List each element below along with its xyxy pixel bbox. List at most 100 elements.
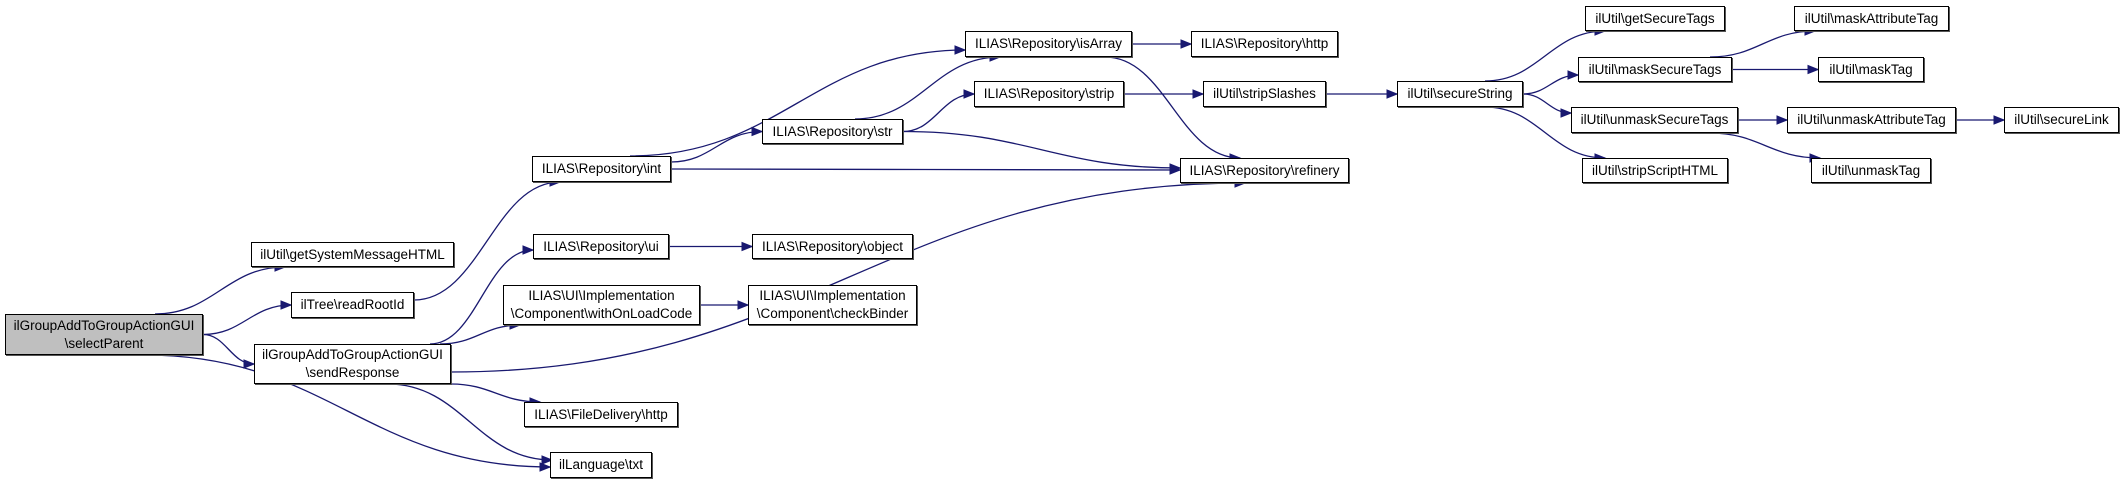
- arrowhead-icon: [541, 455, 554, 465]
- node-select-parent: ilGroupAddToGroupActionGUI \selectParent: [5, 314, 203, 355]
- node-repo-http[interactable]: ILIAS\Repository\http: [1191, 31, 1338, 57]
- edge-isArray-to-refinery: [1104, 56, 1241, 159]
- node-str[interactable]: ILIAS\Repository\str: [762, 119, 903, 144]
- node-label-line: ilUtil\secureLink: [2014, 112, 2109, 127]
- edge-sendResponse-to-ui: [429, 249, 534, 345]
- node-label-line: ilUtil\unmaskSecureTags: [1580, 112, 1729, 127]
- node-label-line: ilGroupAddToGroupActionGUI: [13, 317, 195, 333]
- arrowhead-icon: [1169, 163, 1182, 173]
- node-label-line: ILIAS\UI\Implementation: [528, 288, 675, 303]
- arrowhead-icon: [243, 359, 256, 369]
- node-label-line: ILIAS\UI\Implementation: [759, 288, 906, 303]
- node-label-line: ILIAS\Repository\isArray: [974, 36, 1123, 51]
- node-label-line: ILIAS\Repository\strip: [983, 86, 1115, 101]
- edge-secureString-to-stripScriptHTML: [1484, 106, 1606, 159]
- node-label-line: ILIAS\Repository\object: [761, 238, 904, 254]
- arrowhead-icon: [522, 245, 535, 255]
- edge-sendResponse-to-withOnLoadCode: [439, 324, 521, 345]
- edge-selectParent-to-readRootId: [202, 304, 292, 336]
- node-file-http[interactable]: ILIAS\FileDelivery\http: [524, 402, 678, 427]
- edge-sendResponse-to-fileHttp: [450, 383, 541, 403]
- edge-int-to-refinery: [670, 168, 1181, 171]
- node-label-line: ilUtil\stripSlashes: [1213, 86, 1316, 101]
- node-label-line: ilTree\readRootId: [300, 297, 405, 312]
- node-label-line: ilUtil\maskAttributeTag: [1804, 10, 1939, 26]
- node-label-line: ilUtil\getSystemMessageHTML: [260, 246, 445, 262]
- node-label-line: ilUtil\unmaskAttributeTag: [1797, 112, 1946, 127]
- edge-int-to-str: [670, 130, 763, 163]
- edge-sendResponse-to-refinery: [450, 182, 1246, 373]
- node-unmask-secure-tags[interactable]: ilUtil\unmaskSecureTags: [1571, 107, 1738, 133]
- edge-readRootId-to-int: [413, 181, 561, 301]
- node-object[interactable]: ILIAS\Repository\object: [752, 234, 913, 259]
- edge-maskSecureTags-to-maskAttributeTag: [1709, 30, 1816, 58]
- node-label-line: \sendResponse: [305, 365, 400, 380]
- node-int[interactable]: ILIAS\Repository\int: [532, 156, 671, 182]
- node-mask-secure-tags[interactable]: ilUtil\maskSecureTags: [1578, 57, 1732, 82]
- edge-int-to-isArray: [629, 49, 966, 157]
- node-label-line: ILIAS\FileDelivery\http: [534, 406, 668, 422]
- node-strip[interactable]: ILIAS\Repository\strip: [974, 81, 1124, 107]
- node-label-line: ilUtil\unmaskTag: [1821, 162, 1921, 178]
- arrowhead-icon: [1192, 89, 1205, 99]
- node-label-line: \Component\checkBinder: [756, 306, 909, 321]
- node-is-array[interactable]: ILIAS\Repository\isArray: [965, 31, 1132, 57]
- node-get-system-message-h-t-m-l[interactable]: ilUtil\getSystemMessageHTML: [251, 242, 454, 267]
- node-strip-script-h-t-m-l[interactable]: ilUtil\stripScriptHTML: [1582, 158, 1728, 183]
- edge-str-to-refinery: [902, 130, 1181, 169]
- arrowhead-icon: [751, 126, 764, 137]
- node-label-line: ILIAS\Repository\str: [772, 123, 893, 139]
- node-label-line: ILIAS\Repository\refinery: [1189, 162, 1340, 178]
- edge-selectParent-to-txt: [144, 354, 551, 468]
- node-strip-slashes[interactable]: ilUtil\stripSlashes: [1203, 81, 1326, 107]
- edge-str-to-strip: [902, 93, 975, 133]
- node-label-line: ilUtil\stripScriptHTML: [1591, 162, 1718, 178]
- arrowhead-icon: [1560, 108, 1573, 118]
- node-label-line: ilUtil\getSecureTags: [1595, 10, 1715, 26]
- node-label-line: ILIAS\Repository\http: [1200, 36, 1329, 51]
- arrowhead-icon: [1776, 115, 1789, 125]
- arrowhead-icon: [1993, 115, 2006, 125]
- arrowhead-icon: [539, 462, 552, 472]
- node-label-line: ilUtil\maskTag: [1829, 61, 1913, 77]
- node-mask-attribute-tag[interactable]: ilUtil\maskAttributeTag: [1794, 6, 1949, 31]
- node-refinery[interactable]: ILIAS\Repository\refinery: [1180, 158, 1349, 183]
- edge-selectParent-to-sendResponse: [202, 333, 255, 365]
- edge-sendResponse-to-txt: [387, 383, 553, 461]
- arrowhead-icon: [737, 300, 750, 310]
- arrowhead-icon: [741, 241, 754, 252]
- node-label-line: ILIAS\Repository\int: [541, 161, 662, 176]
- arrowhead-icon: [1180, 39, 1193, 49]
- node-label-line: \Component\withOnLoadCode: [510, 306, 693, 321]
- node-txt[interactable]: ilLanguage\txt: [550, 452, 652, 478]
- edge-unmaskSecureTags-to-unmaskTag: [1709, 132, 1821, 159]
- arrowhead-icon: [280, 300, 293, 310]
- arrowhead-icon: [1567, 70, 1580, 80]
- node-label-line: ilLanguage\txt: [558, 457, 644, 472]
- node-label-line: ilUtil\maskSecureTags: [1588, 61, 1722, 77]
- arrowhead-icon: [954, 45, 967, 55]
- node-secure-link[interactable]: ilUtil\secureLink: [2004, 107, 2119, 133]
- node-send-response[interactable]: ilGroupAddToGroupActionGUI \sendResponse: [254, 344, 451, 384]
- arrowhead-icon: [963, 89, 976, 99]
- arrowhead-icon: [1807, 64, 1820, 75]
- node-label-line: ilGroupAddToGroupActionGUI: [262, 347, 443, 362]
- node-get-secure-tags[interactable]: ilUtil\getSecureTags: [1585, 6, 1725, 31]
- node-label-line: ilUtil\secureString: [1407, 86, 1513, 101]
- edge-selectParent-to-getSystemMessageHTML: [154, 266, 286, 315]
- node-secure-string[interactable]: ilUtil\secureString: [1397, 81, 1523, 107]
- node-ui[interactable]: ILIAS\Repository\ui: [533, 234, 669, 259]
- node-unmask-attribute-tag[interactable]: ilUtil\unmaskAttributeTag: [1787, 107, 1956, 133]
- arrowhead-icon: [1386, 89, 1399, 99]
- edge-str-to-isArray: [854, 56, 1001, 120]
- node-read-root-id[interactable]: ilTree\readRootId: [291, 292, 414, 318]
- node-label-line: ILIAS\Repository\ui: [543, 238, 659, 254]
- node-check-binder[interactable]: ILIAS\UI\Implementation \Component\checkB…: [748, 285, 917, 325]
- node-label-line: \selectParent: [64, 335, 144, 351]
- node-unmask-tag[interactable]: ilUtil\unmaskTag: [1811, 158, 1931, 183]
- node-with-on-load-code[interactable]: ILIAS\UI\Implementation \Component\withOn…: [503, 285, 700, 325]
- edge-secureString-to-getSecureTags: [1484, 30, 1606, 82]
- node-mask-tag[interactable]: ilUtil\maskTag: [1818, 57, 1924, 82]
